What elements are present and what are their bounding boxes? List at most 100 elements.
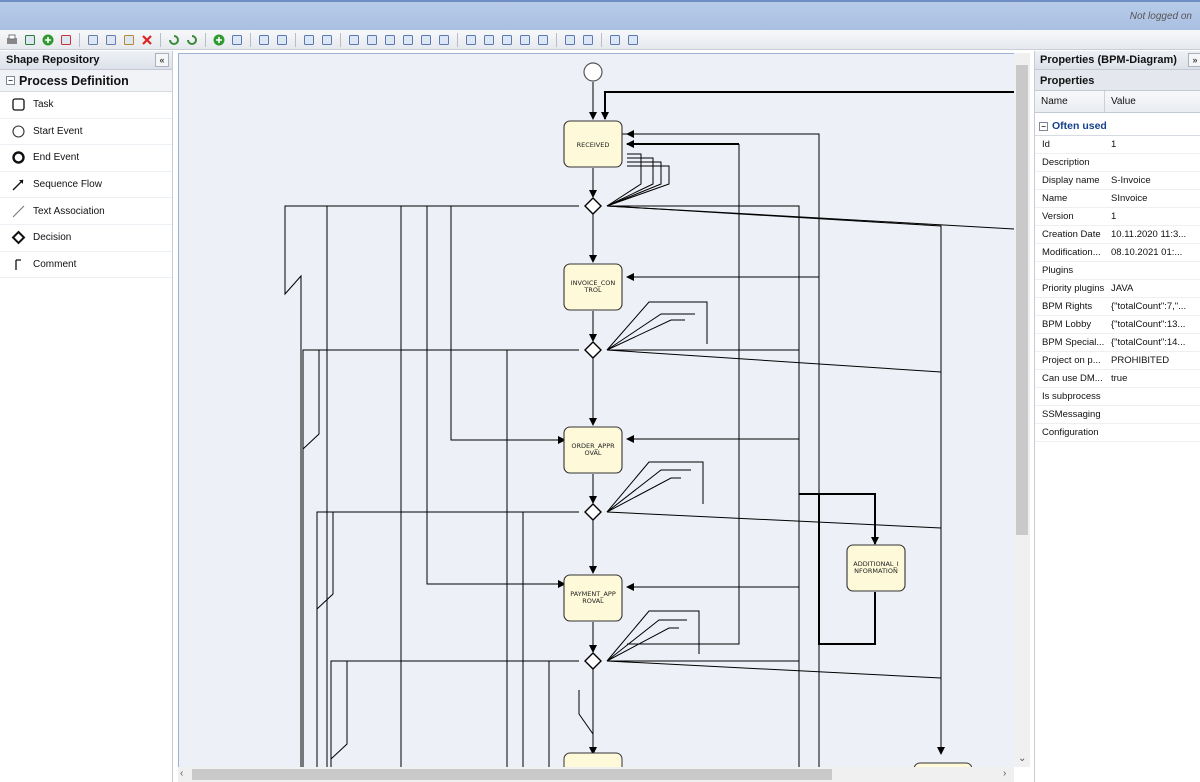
- remove-docker-icon[interactable]: [229, 32, 245, 48]
- property-row[interactable]: Plugins: [1035, 262, 1200, 280]
- align-center-icon[interactable]: [364, 32, 380, 48]
- property-value[interactable]: 08.10.2021 01:...: [1111, 247, 1183, 258]
- add-docker-icon[interactable]: [211, 32, 227, 48]
- select-all-icon[interactable]: [301, 32, 317, 48]
- scrollbar-thumb[interactable]: [192, 769, 832, 780]
- repository-item-sequence-flow[interactable]: Sequence Flow: [0, 172, 172, 199]
- deselect-icon[interactable]: [319, 32, 335, 48]
- canvas-horizontal-scrollbar[interactable]: ‹ ›: [178, 767, 1014, 782]
- value-column-header[interactable]: Value: [1111, 96, 1136, 107]
- property-row[interactable]: Description: [1035, 154, 1200, 172]
- group-icon[interactable]: [463, 32, 479, 48]
- cut-icon[interactable]: [85, 32, 101, 48]
- toolbar-separator: [250, 32, 251, 47]
- property-value[interactable]: SInvoice: [1111, 193, 1148, 204]
- name-column-header[interactable]: Name: [1035, 91, 1105, 112]
- property-value[interactable]: 1: [1111, 211, 1117, 222]
- scroll-left-icon[interactable]: ‹: [180, 768, 184, 779]
- property-row[interactable]: BPM Lobby{"totalCount":13...: [1035, 316, 1200, 334]
- property-row[interactable]: Modification...08.10.2021 01:...: [1035, 244, 1200, 262]
- save-icon[interactable]: [22, 32, 38, 48]
- property-value[interactable]: 10.11.2020 11:3...: [1111, 229, 1187, 240]
- add-icon[interactable]: [40, 32, 56, 48]
- grid-icon[interactable]: [625, 32, 641, 48]
- decision-node[interactable]: [584, 341, 602, 359]
- repository-item-label: Comment: [33, 258, 77, 270]
- pdf-icon[interactable]: [58, 32, 74, 48]
- property-row[interactable]: BPM Special... {"totalCount":14...: [1035, 334, 1200, 352]
- process-definition-group[interactable]: − Process Definition: [0, 70, 172, 92]
- undo-icon[interactable]: [166, 32, 182, 48]
- task-node-partial[interactable]: [563, 752, 623, 767]
- decision-node[interactable]: [584, 503, 602, 521]
- task-node-partial[interactable]: [913, 762, 973, 767]
- repository-item-start-event[interactable]: Start Event: [0, 119, 172, 146]
- property-value[interactable]: {"totalCount":14...: [1111, 337, 1186, 348]
- property-row[interactable]: Configuration: [1035, 424, 1200, 442]
- property-row[interactable]: BPM Rights{"totalCount":7,"...: [1035, 298, 1200, 316]
- property-row[interactable]: SSMessaging: [1035, 406, 1200, 424]
- scroll-down-icon[interactable]: ⌄: [1018, 753, 1027, 764]
- property-row[interactable]: Project on p...PROHIBITED: [1035, 352, 1200, 370]
- property-value[interactable]: S-Invoice: [1111, 175, 1151, 186]
- export-icon[interactable]: [256, 32, 272, 48]
- task-node-received[interactable]: RECEIVED: [563, 120, 623, 168]
- collapse-group-icon[interactable]: −: [6, 76, 15, 85]
- repository-item-task[interactable]: Task: [0, 92, 172, 119]
- scroll-right-icon[interactable]: ›: [1003, 768, 1007, 779]
- property-name: Creation Date: [1042, 229, 1101, 240]
- often-used-section[interactable]: − Often used: [1035, 117, 1200, 136]
- collapse-left-panel-button[interactable]: «: [155, 53, 169, 67]
- same-size-icon[interactable]: [535, 32, 551, 48]
- collapse-right-panel-button[interactable]: »: [1188, 53, 1200, 67]
- property-value[interactable]: {"totalCount":13...: [1111, 319, 1186, 330]
- print-icon[interactable]: [4, 32, 20, 48]
- copy-icon[interactable]: [103, 32, 119, 48]
- same-height-icon[interactable]: [517, 32, 533, 48]
- property-value[interactable]: 1: [1111, 139, 1117, 150]
- zoom-in-icon[interactable]: [562, 32, 578, 48]
- fit-icon[interactable]: [607, 32, 623, 48]
- decision-node[interactable]: [584, 652, 602, 670]
- property-value[interactable]: JAVA: [1111, 283, 1134, 294]
- property-value[interactable]: PROHIBITED: [1111, 355, 1170, 366]
- ungroup-icon[interactable]: [481, 32, 497, 48]
- scrollbar-thumb[interactable]: [1016, 65, 1028, 535]
- property-name: BPM Special...: [1042, 337, 1105, 348]
- property-value[interactable]: {"totalCount":7,"...: [1111, 301, 1187, 312]
- repository-item-comment[interactable]: Comment: [0, 252, 172, 279]
- toolbar-separator: [556, 32, 557, 47]
- decision-node[interactable]: [584, 197, 602, 215]
- align-middle-icon[interactable]: [418, 32, 434, 48]
- align-right-icon[interactable]: [382, 32, 398, 48]
- paste-icon[interactable]: [121, 32, 137, 48]
- repository-item-text-association[interactable]: Text Association: [0, 198, 172, 225]
- zoom-out-icon[interactable]: [580, 32, 596, 48]
- collapse-section-icon[interactable]: −: [1039, 121, 1048, 131]
- property-row[interactable]: Creation Date 10.11.2020 11:3...: [1035, 226, 1200, 244]
- property-row[interactable]: Can use DM...true: [1035, 370, 1200, 388]
- import-icon[interactable]: [274, 32, 290, 48]
- align-bottom-icon[interactable]: [436, 32, 452, 48]
- delete-icon[interactable]: [139, 32, 155, 48]
- property-row[interactable]: Is subprocess: [1035, 388, 1200, 406]
- redo-icon[interactable]: [184, 32, 200, 48]
- repository-item-end-event[interactable]: End Event: [0, 145, 172, 172]
- repository-item-decision[interactable]: Decision: [0, 225, 172, 252]
- property-value[interactable]: true: [1111, 373, 1128, 384]
- same-width-icon[interactable]: [499, 32, 515, 48]
- canvas-vertical-scrollbar[interactable]: ⌄: [1014, 53, 1030, 767]
- start-event-node[interactable]: [583, 62, 603, 82]
- align-left-icon[interactable]: [346, 32, 362, 48]
- align-top-icon[interactable]: [400, 32, 416, 48]
